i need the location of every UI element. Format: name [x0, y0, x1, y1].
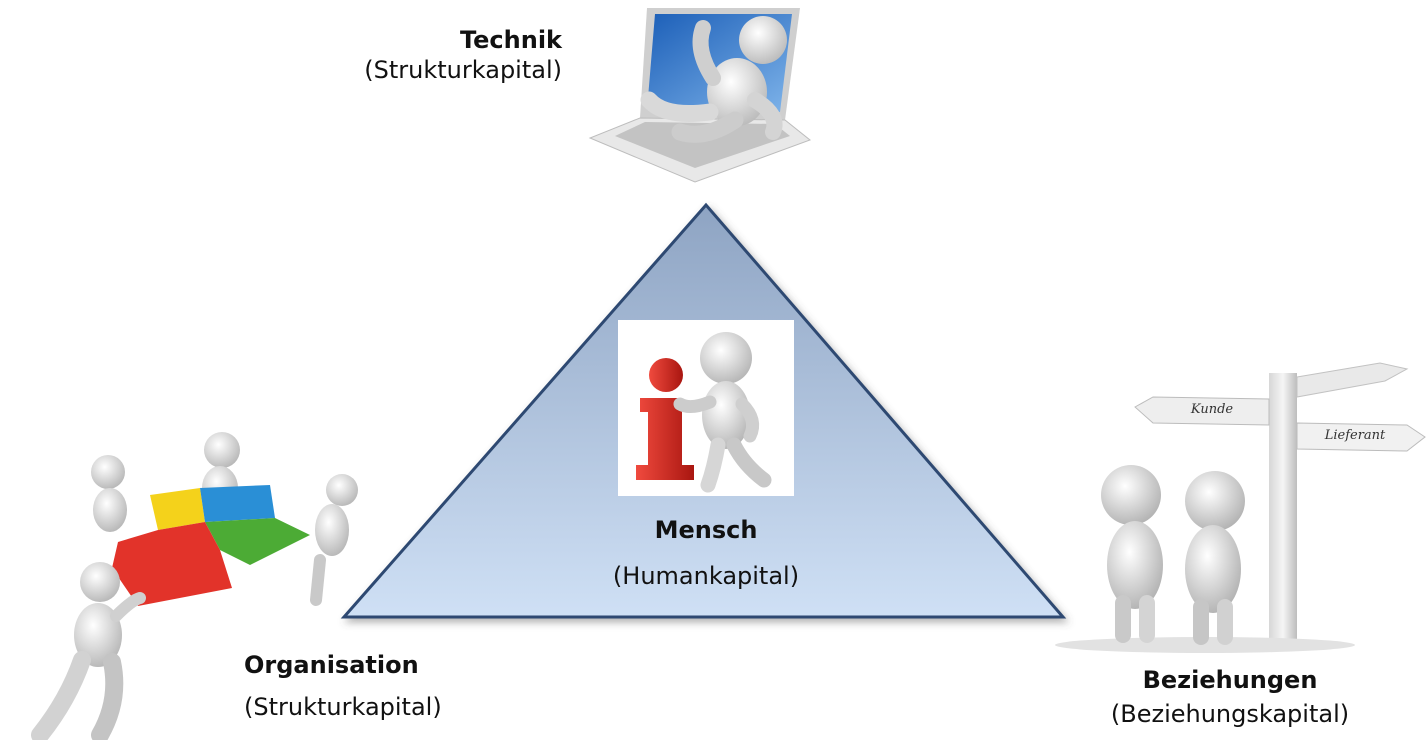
signpost-scene: Kunde Lieferant	[1035, 355, 1427, 655]
person-on-laptop-icon	[588, 8, 812, 183]
technik-label-group: Technik (Strukturkapital)	[330, 25, 562, 85]
people-at-signpost-icon	[1055, 362, 1426, 653]
mensch-label-group: Mensch (Humankapital)	[556, 515, 856, 591]
beziehungen-subtitle: (Beziehungskapital)	[1110, 700, 1350, 728]
team-with-puzzle-icon	[31, 432, 358, 740]
sign-lieferant: Lieferant	[1324, 428, 1386, 443]
sign-kunde: Kunde	[1190, 402, 1234, 417]
mensch-title: Mensch	[654, 516, 758, 544]
mensch-subtitle: (Humankapital)	[612, 562, 800, 590]
technik-title: Technik	[459, 26, 562, 54]
beziehungen-label-group: Beziehungen (Beziehungskapital)	[1070, 665, 1390, 729]
organisation-title: Organisation	[244, 651, 419, 679]
beziehungen-title: Beziehungen	[1142, 666, 1318, 694]
technik-subtitle: (Strukturkapital)	[364, 56, 562, 84]
center-image-box	[618, 320, 794, 496]
person-with-info-sign-icon	[636, 332, 772, 493]
organisation-subtitle: (Strukturkapital)	[244, 693, 442, 721]
organisation-label-group: Organisation (Strukturkapital)	[244, 650, 442, 722]
